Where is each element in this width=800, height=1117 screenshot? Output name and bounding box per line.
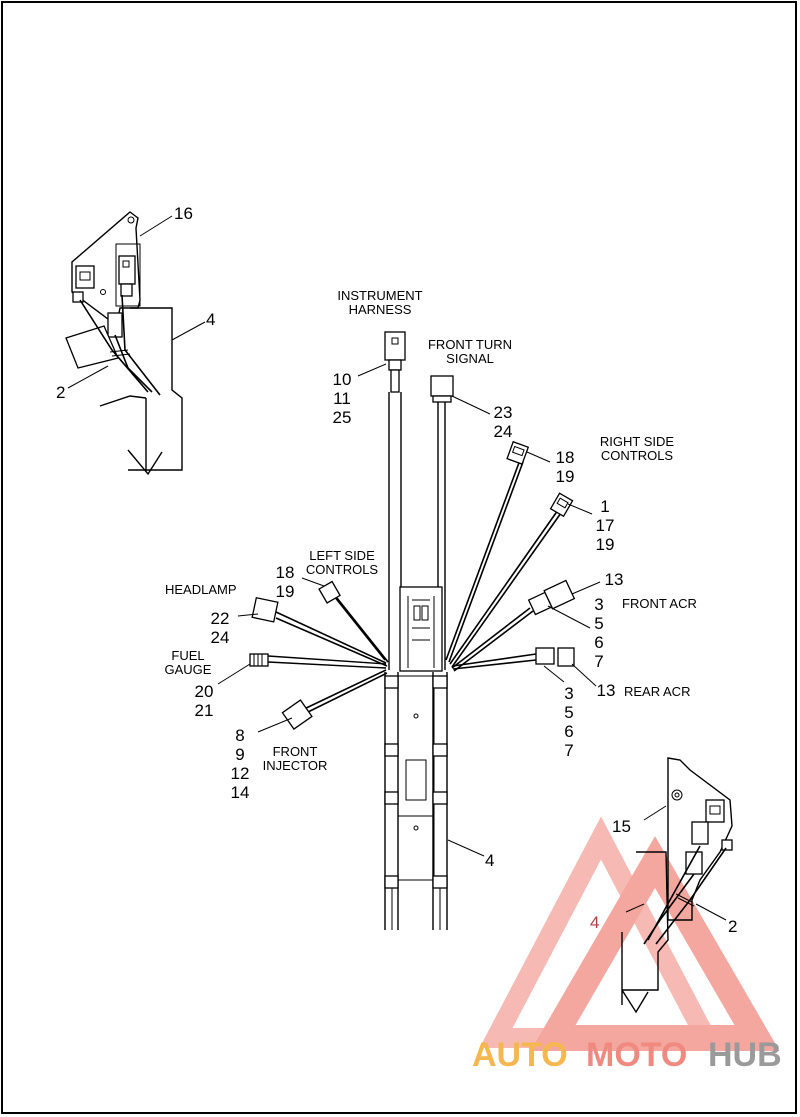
label-front-injector-line1: FRONT [273,744,318,759]
callout-inset-top-2: 2 [56,383,65,402]
callout-rear-acr-13: 13 [597,681,616,700]
inset-top-left [65,211,206,476]
callout-number: 18 [276,563,295,582]
watermark-text-moto: MOTO [586,1036,687,1074]
inset-bottom-right [621,757,733,1014]
callout-number: 14 [231,783,250,802]
callout-number: 23 [494,403,513,422]
callout-number: 1 [600,497,609,516]
callout-number: 19 [596,535,615,554]
callouts-left-controls: 18 19 [276,563,295,601]
callout-number: 19 [556,467,575,486]
callout-number: 24 [494,422,513,441]
callouts-instrument: 10 11 25 [333,370,352,427]
callout-number: 3 [594,595,603,614]
callout-number: 7 [564,741,573,760]
callout-number: 25 [333,408,352,427]
label-front-injector-line2: INJECTOR [263,758,328,773]
watermark-text-hub: HUB [708,1036,782,1074]
callout-inset-top-16: 16 [174,204,193,223]
callout-number: 11 [333,389,351,408]
label-front-turn-signal-line1: FRONT TURN [428,337,512,352]
callouts-fuel-gauge: 20 21 [195,682,214,720]
label-instrument-harness-line2: HARNESS [349,302,412,317]
callout-inset-bottom-2: 2 [728,917,737,936]
callouts-turn-signal: 23 24 [494,403,513,441]
callout-number: 12 [231,764,250,783]
callout-number: 5 [594,614,603,633]
callout-number: 17 [596,516,615,535]
watermark-text-auto: AUTO [472,1036,568,1074]
callout-number: 24 [211,628,230,647]
callout-number: 7 [594,652,603,671]
callout-number: 20 [195,682,214,701]
leader-lines [217,363,601,857]
callout-number: 22 [211,609,230,628]
callout-number: 9 [235,745,244,764]
callout-main-4: 4 [485,851,494,870]
callout-front-acr-13: 13 [605,570,624,589]
label-front-turn-signal-line2: SIGNAL [446,351,494,366]
callout-number: 3 [564,684,573,703]
label-fuel-gauge-line2: GAUGE [165,662,212,677]
watermark-text: AUTO MOTO HUB [472,1036,782,1074]
callouts-rear-acr: 3 5 6 7 [564,684,573,760]
callout-number: 6 [594,633,603,652]
label-right-side-controls-line2: CONTROLS [601,448,674,463]
callout-number: 21 [195,701,214,720]
callouts-right-controls-a: 18 19 [556,448,575,486]
callout-inset-bottom-15: 15 [612,817,631,836]
callout-number: 6 [564,722,573,741]
main-harness-trunk [384,331,454,930]
instrument-harness-connector [384,331,406,361]
label-left-side-controls-line2: CONTROLS [306,562,379,577]
callout-number: 19 [276,582,295,601]
label-rear-acr: REAR ACR [624,684,690,699]
watermark-logo [479,816,780,1051]
callouts-front-injector: 8 9 12 14 [231,726,250,802]
label-right-side-controls-line1: RIGHT SIDE [600,434,674,449]
callout-number: 10 [333,370,352,389]
callouts-headlamp: 22 24 [211,609,230,647]
callout-inset-bottom-4: 4 [590,913,599,932]
label-instrument-harness-line1: INSTRUMENT [337,288,422,303]
label-headlamp: HEADLAMP [165,582,237,597]
front-turn-signal-connector [430,375,454,397]
callout-number: 5 [564,703,573,722]
callouts-front-acr: 3 5 6 7 [594,595,603,671]
callout-inset-top-4: 4 [206,310,215,329]
label-front-acr: FRONT ACR [622,596,697,611]
label-left-side-controls-line1: LEFT SIDE [309,548,375,563]
label-fuel-gauge-line1: FUEL [171,648,204,663]
branch-wires [249,440,576,730]
callout-number: 18 [556,448,575,467]
callout-number: 8 [235,726,244,745]
callouts-right-controls-b: 1 17 19 [596,497,615,554]
